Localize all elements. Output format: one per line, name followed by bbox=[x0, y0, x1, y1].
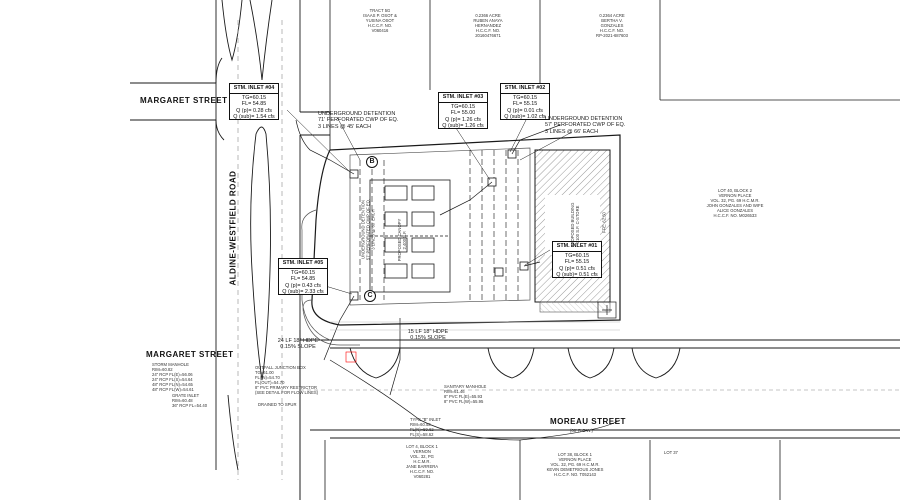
margaret-street bbox=[130, 57, 330, 141]
paving bbox=[301, 147, 531, 346]
inlet-symbols bbox=[349, 149, 529, 301]
outfall-accent bbox=[345, 351, 357, 363]
inlet-05-callout: STM. INLET #05 TG=60.15 FL= 54.85 Q (p)=… bbox=[278, 258, 328, 295]
property-lines bbox=[324, 0, 900, 500]
inlet-03-callout: STM. INLET #03 TG=60.15 FL= 55.00 Q (p)=… bbox=[438, 92, 488, 129]
margaret-street-label: MARGARET STREET bbox=[140, 96, 228, 105]
detention-pipes bbox=[359, 150, 519, 300]
inlet-02-callout: STM. INLET #02 TG=60.15 FL= 55.15 Q (p)=… bbox=[500, 83, 550, 120]
moreau-street-label: MOREAU STREET bbox=[550, 417, 626, 426]
building-ffe: FFE: 62.50 bbox=[601, 212, 607, 233]
inlet-04-callout: STM. INLET #04 TG=60.15 FL= 54.85 Q (p)=… bbox=[229, 83, 279, 120]
leader-lines bbox=[286, 109, 573, 295]
storm-lines bbox=[295, 119, 621, 441]
aldine-westfield-road-label: ALDINE-WESTFIELD ROAD bbox=[228, 170, 238, 286]
sidewalk bbox=[330, 321, 620, 331]
inlet-01-callout: STM. INLET #01 TG=60.15 FL= 55.15 Q (p)=… bbox=[552, 241, 602, 278]
canopy bbox=[369, 179, 451, 293]
moreau-row-label: (60' R.O.W.) bbox=[570, 428, 593, 433]
detention-marker-b: B bbox=[366, 156, 378, 168]
detention-marker-c: C bbox=[364, 290, 376, 302]
margaret-street-label-2: MARGARET STREET bbox=[146, 350, 234, 359]
building-canopy bbox=[539, 301, 611, 313]
parcel-lot-37: LOT 37 bbox=[664, 450, 678, 455]
drain-note: DRAINED TO SPUR bbox=[258, 402, 297, 407]
equipment-symbol bbox=[597, 301, 617, 319]
